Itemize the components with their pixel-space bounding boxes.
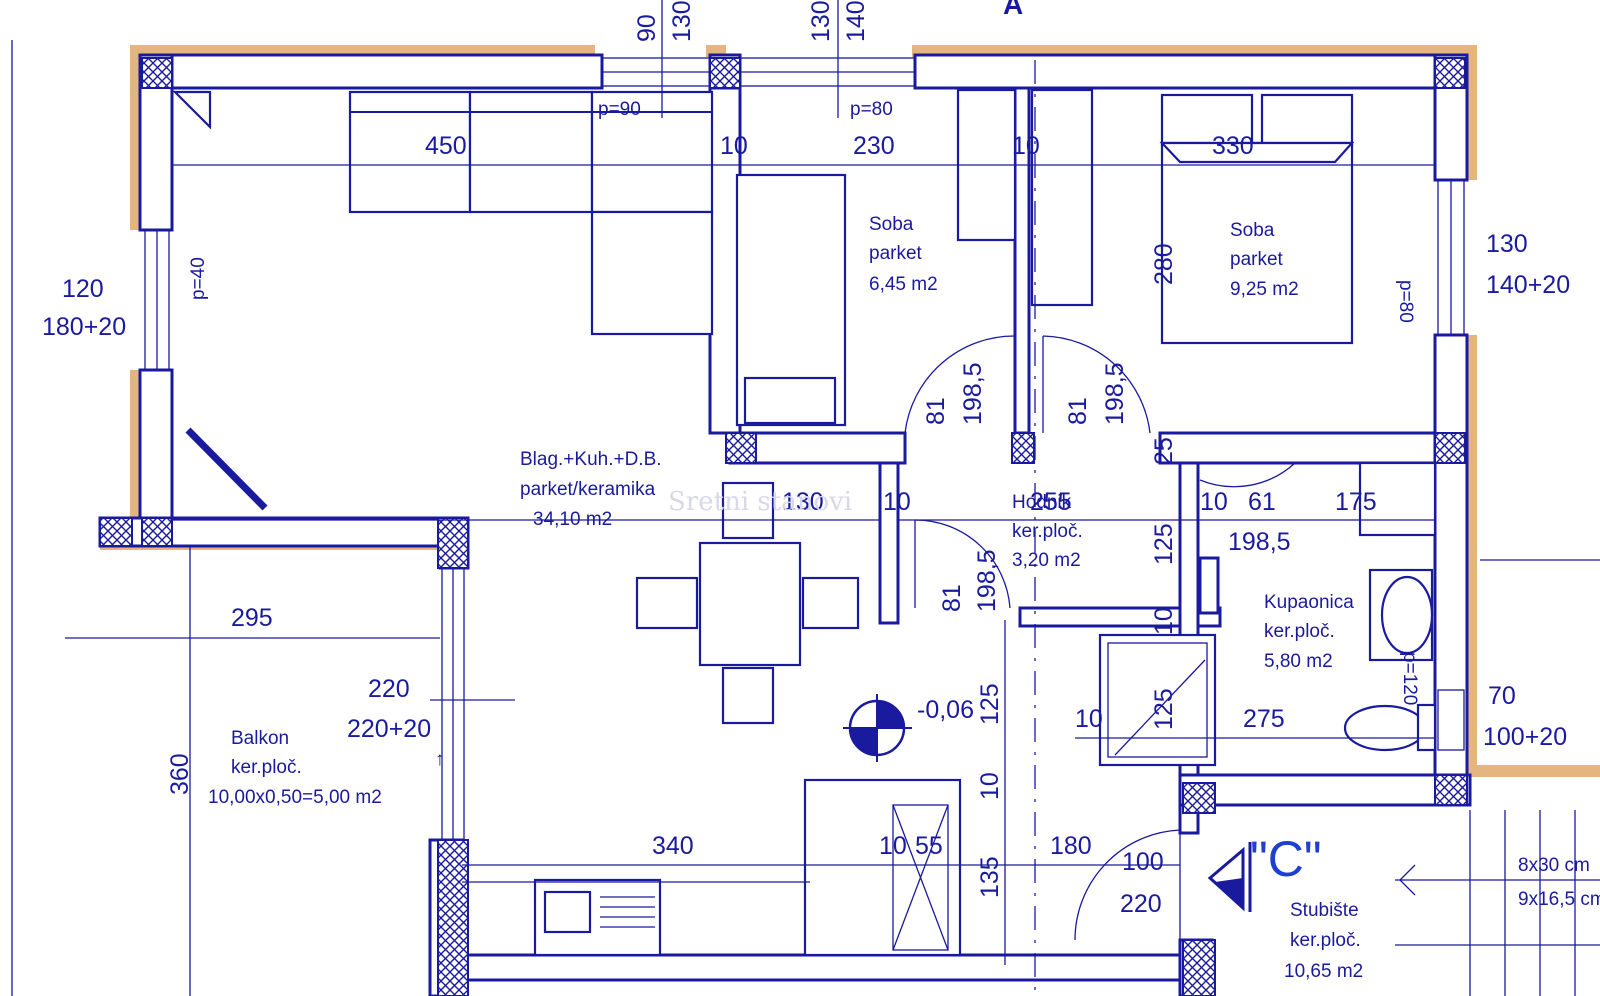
stairs [1395, 810, 1600, 996]
window-top-left-lower: 130 [668, 0, 696, 42]
kupaonica-floor: ker.ploč. [1264, 621, 1335, 642]
dim-81a: 81 [922, 397, 950, 425]
dim-135: 135 [976, 856, 1004, 898]
dim-130: 130 [782, 488, 824, 516]
door-swings [904, 335, 1296, 941]
window-bath-height: 100+20 [1483, 723, 1567, 751]
soba2-floor: parket [1230, 249, 1284, 270]
dim-450: 450 [425, 132, 467, 160]
dim-61: 61 [1248, 488, 1276, 516]
hodnik-name: Hodnik [1012, 492, 1072, 513]
dim-255: 255 [1030, 488, 1072, 516]
window-left-height: 180+20 [42, 313, 126, 341]
soba1-area: 6,45 m2 [869, 274, 938, 295]
balkon-name: Balkon [231, 728, 289, 749]
dim-10g: 10 [1075, 705, 1103, 733]
dim-81c: 81 [938, 584, 966, 612]
soba2-area: 9,25 m2 [1230, 279, 1299, 300]
dim-125c: 125 [976, 683, 1004, 725]
dim-330: 330 [1212, 132, 1254, 160]
window-top-mid-parapet: p=80 [850, 99, 893, 120]
dimension-lines [11, 0, 1600, 996]
stubiste-area: 10,65 m2 [1284, 961, 1363, 982]
dim-198-5a: 198,5 [959, 362, 987, 425]
balkon-area: 10,00x0,50=5,00 m2 [208, 787, 382, 808]
axis-label: A [1003, 0, 1023, 20]
balcony-door-width: 220 [368, 675, 410, 703]
hodnik-area: 3,20 m2 [1012, 550, 1081, 571]
dim-10d: 10 [1200, 488, 1228, 516]
window-top-left-upper: 90 [633, 14, 661, 42]
kupaonica-area: 5,80 m2 [1264, 651, 1333, 672]
furniture [172, 88, 1437, 957]
stubiste-floor: ker.ploč. [1290, 930, 1361, 951]
living-floor: parket/keramika [520, 479, 656, 500]
stair-note-1: 8x30 cm [1518, 855, 1590, 876]
window-bath-parapet: p=120 [1399, 652, 1420, 705]
dim-10e: 10 [1150, 607, 1178, 635]
dim-295: 295 [231, 604, 273, 632]
entrance-door-height: 220 [1120, 890, 1162, 918]
stubiste-name: Stubište [1290, 900, 1359, 921]
dim-198-5c: 198,5 [1228, 528, 1291, 556]
balkon-floor: ker.ploč. [231, 757, 302, 778]
dim-340: 340 [652, 832, 694, 860]
dim-10a: 10 [720, 132, 748, 160]
window-right-height: 140+20 [1486, 271, 1570, 299]
dim-81b: 81 [1064, 397, 1092, 425]
dim-25: 25 [1150, 437, 1178, 465]
dim-125a: 125 [1150, 523, 1178, 565]
watermark: Sretni stanovi [668, 487, 852, 517]
entrance-door-width: 100 [1122, 848, 1164, 876]
dim-175: 175 [1335, 488, 1377, 516]
dim-10h: 10 [879, 832, 907, 860]
balcony-door-height: 220+20 [347, 715, 431, 743]
window-top-mid-upper: 130 [807, 0, 835, 42]
window-right-parapet: p=80 [1395, 280, 1416, 323]
dim-230: 230 [853, 132, 895, 160]
hodnik-floor: ker.ploč. [1012, 521, 1083, 542]
dim-10b: 10 [1012, 132, 1040, 160]
soba1-floor: parket [869, 243, 923, 264]
window-top-left-parapet: p=90 [598, 99, 641, 120]
window-left-parapet: p=40 [188, 257, 209, 300]
living-area: 34,10 m2 [533, 509, 612, 530]
entrance-arrow-icon [1207, 842, 1252, 912]
window-left-width: 120 [62, 275, 104, 303]
dim-125b: 125 [1150, 688, 1178, 730]
dim-10c: 10 [883, 488, 911, 516]
level-value: -0,06 [917, 696, 974, 724]
window-top-mid-lower: 140 [842, 0, 870, 42]
window-frames [144, 57, 1465, 841]
insulation [100, 45, 1600, 777]
dim-198-5d: 198,5 [973, 549, 1001, 612]
dim-55: 55 [915, 832, 943, 860]
level-marker [843, 694, 912, 762]
dim-280: 280 [1150, 243, 1178, 285]
window-right-width: 130 [1486, 230, 1528, 258]
soba2-name: Soba [1230, 220, 1275, 241]
dim-198-5b: 198,5 [1101, 362, 1129, 425]
soba1-name: Soba [869, 214, 914, 235]
window-bath-width: 70 [1488, 682, 1516, 710]
dim-275: 275 [1243, 705, 1285, 733]
living-name: Blag.+Kuh.+D.B. [520, 449, 662, 470]
dim-360: 360 [166, 753, 194, 795]
stair-note-2: 9x16,5 cm [1518, 889, 1600, 910]
balcony-door-arrow-icon: ↑ [435, 749, 445, 770]
stair-label: "C" [1250, 831, 1322, 887]
kupaonica-name: Kupaonica [1264, 592, 1354, 613]
dim-180: 180 [1050, 832, 1092, 860]
dim-10f: 10 [976, 772, 1004, 800]
walls [98, 53, 1472, 996]
